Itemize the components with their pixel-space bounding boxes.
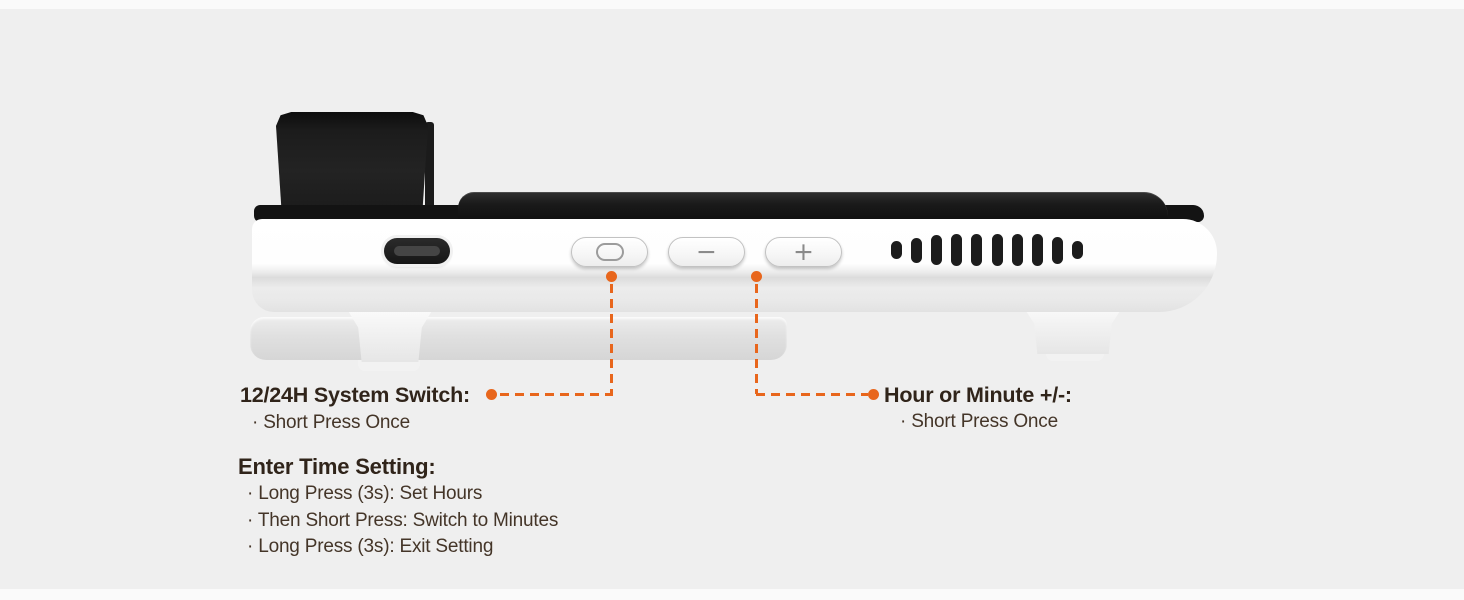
connector-dot-hm-label <box>868 389 879 400</box>
callout-time-setting-step: · Then Short Press: Switch to Minutes <box>247 509 559 531</box>
left-foot-pad <box>358 360 420 371</box>
callout-time-setting-step: · Long Press (3s): Set Hours <box>247 483 483 504</box>
callout-time-setting-title: Enter Time Setting: <box>238 454 436 479</box>
plus-icon: + <box>793 236 814 266</box>
system-switch-button <box>571 237 648 267</box>
minus-button: − <box>668 237 745 267</box>
speaker-slot <box>991 234 1003 266</box>
right-foot-pad <box>1046 352 1104 361</box>
speaker-slot <box>951 234 963 266</box>
speaker-slot <box>971 234 983 266</box>
callout-system-switch-title: 12/24H System Switch: <box>240 383 471 407</box>
callout-hour-minute-title: Hour or Minute +/-: <box>884 383 1072 407</box>
speaker-slot <box>931 235 943 265</box>
connector-dot-hm-button <box>751 271 762 282</box>
callout-time-setting-step: · Long Press (3s): Exit Setting <box>247 536 494 557</box>
bottom-white-strip <box>0 589 1464 600</box>
speaker-slot <box>1051 236 1063 264</box>
left-foot <box>347 309 433 362</box>
callout-system-switch: 12/24H System Switch: · Short Press Once <box>240 382 470 436</box>
usb-c-port <box>384 238 450 264</box>
knob-rear-fin <box>425 122 434 219</box>
connector-line-switch-horizontal <box>500 393 613 396</box>
speaker-slot <box>891 241 902 259</box>
connector-dot-switch-button <box>606 271 617 282</box>
callout-hour-minute-detail: · Short Press Once <box>900 411 1058 432</box>
mode-button-icon <box>595 243 624 261</box>
usb-c-slot <box>394 246 440 256</box>
speaker-slot <box>1031 234 1043 266</box>
plus-button: + <box>765 237 842 267</box>
callout-system-switch-detail: · Short Press Once <box>252 412 410 433</box>
speaker-grille <box>891 232 1083 268</box>
top-white-strip <box>0 0 1464 9</box>
speaker-slot <box>1011 234 1023 266</box>
speaker-slot <box>1071 241 1083 259</box>
rotary-knob <box>276 112 428 219</box>
speaker-slot <box>911 237 923 263</box>
callout-time-setting: Enter Time Setting: · Long Press (3s): S… <box>238 453 558 561</box>
minus-icon: − <box>696 236 717 266</box>
connector-line-hm-horizontal <box>756 393 868 396</box>
connector-line-hm-vertical <box>755 284 758 394</box>
device-base-plate <box>250 317 787 360</box>
right-foot <box>1022 305 1124 354</box>
connector-line-switch-vertical <box>610 284 613 394</box>
charging-pad-top <box>458 192 1168 222</box>
callout-hour-minute: Hour or Minute +/-: · Short Press Once <box>884 382 1072 435</box>
connector-dot-switch-label <box>486 389 497 400</box>
